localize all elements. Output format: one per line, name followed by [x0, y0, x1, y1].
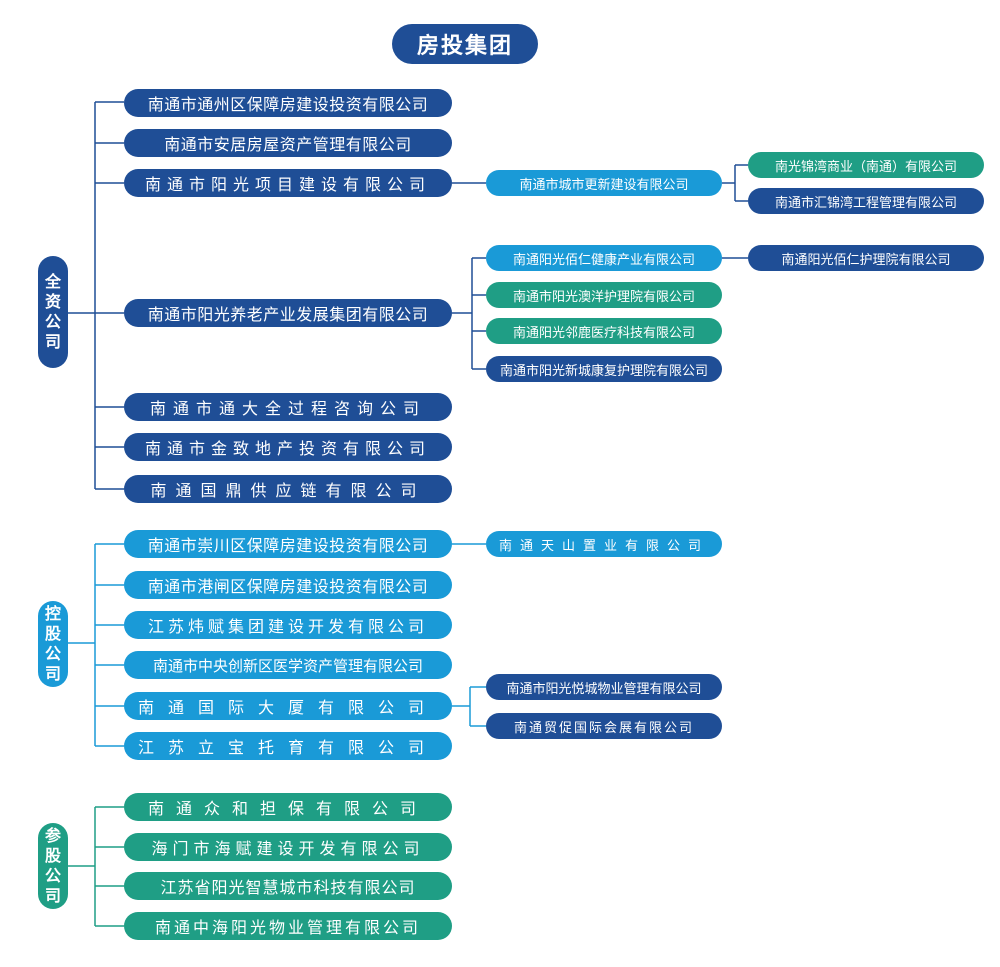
subsidiary-node: 南通市汇锦湾工程管理有限公司 [748, 188, 984, 214]
wholly-owned-label: 全 资 公 司 [38, 256, 68, 368]
participating-label: 参 股 公 司 [38, 823, 68, 909]
subsidiary-node: 南通阳光佰仁护理院有限公司 [748, 245, 984, 271]
company-node: 南通市阳光养老产业发展集团有限公司 [124, 299, 452, 327]
group-title: 房投集团 [392, 24, 538, 64]
company-node: 南通国际大厦有限公司 [124, 692, 452, 720]
company-node: 南通市通州区保障房建设投资有限公司 [124, 89, 452, 117]
label-char: 司 [44, 664, 61, 683]
label-char: 公 [44, 312, 61, 331]
company-node: 南通市阳光项目建设有限公司 [124, 169, 452, 197]
label-char: 司 [44, 886, 61, 905]
label-char: 司 [44, 332, 61, 351]
company-node: 南通国鼎供应链有限公司 [124, 475, 452, 503]
label-char: 股 [44, 846, 61, 865]
subsidiary-node: 南通贸促国际会展有限公司 [486, 713, 722, 739]
holding-label: 控 股 公 司 [38, 601, 68, 687]
subsidiary-node: 南通天山置业有限公司 [486, 531, 722, 557]
company-node: 南通市金致地产投资有限公司 [124, 433, 452, 461]
company-node: 江苏省阳光智慧城市科技有限公司 [124, 872, 452, 900]
company-node: 南通市港闸区保障房建设投资有限公司 [124, 571, 452, 599]
subsidiary-node: 南通市阳光澳洋护理院有限公司 [486, 282, 722, 308]
company-node: 南通中海阳光物业管理有限公司 [124, 912, 452, 940]
subsidiary-node: 南通市阳光悦城物业管理有限公司 [486, 674, 722, 700]
label-char: 股 [44, 624, 61, 643]
subsidiary-node: 南通阳光邻鹿医疗科技有限公司 [486, 318, 722, 344]
company-node: 南通市中央创新区医学资产管理有限公司 [124, 651, 452, 679]
company-node: 海门市海赋建设开发有限公司 [124, 833, 452, 861]
subsidiary-node: 南通市城市更新建设有限公司 [486, 170, 722, 196]
subsidiary-node: 南光锦湾商业（南通）有限公司 [748, 152, 984, 178]
company-node: 江苏炜赋集团建设开发有限公司 [124, 611, 452, 639]
company-node: 江苏立宝托育有限公司 [124, 732, 452, 760]
subsidiary-node: 南通市阳光新城康复护理院有限公司 [486, 356, 722, 382]
label-char: 资 [44, 292, 61, 311]
label-char: 公 [44, 644, 61, 663]
company-node: 南通市崇川区保障房建设投资有限公司 [124, 530, 452, 558]
label-char: 公 [44, 866, 61, 885]
label-char: 全 [44, 272, 61, 291]
company-node: 南通市通大全过程咨询公司 [124, 393, 452, 421]
subsidiary-node: 南通阳光佰仁健康产业有限公司 [486, 245, 722, 271]
company-node: 南通众和担保有限公司 [124, 793, 452, 821]
label-char: 控 [44, 604, 61, 623]
label-char: 参 [44, 826, 61, 845]
company-node: 南通市安居房屋资产管理有限公司 [124, 129, 452, 157]
